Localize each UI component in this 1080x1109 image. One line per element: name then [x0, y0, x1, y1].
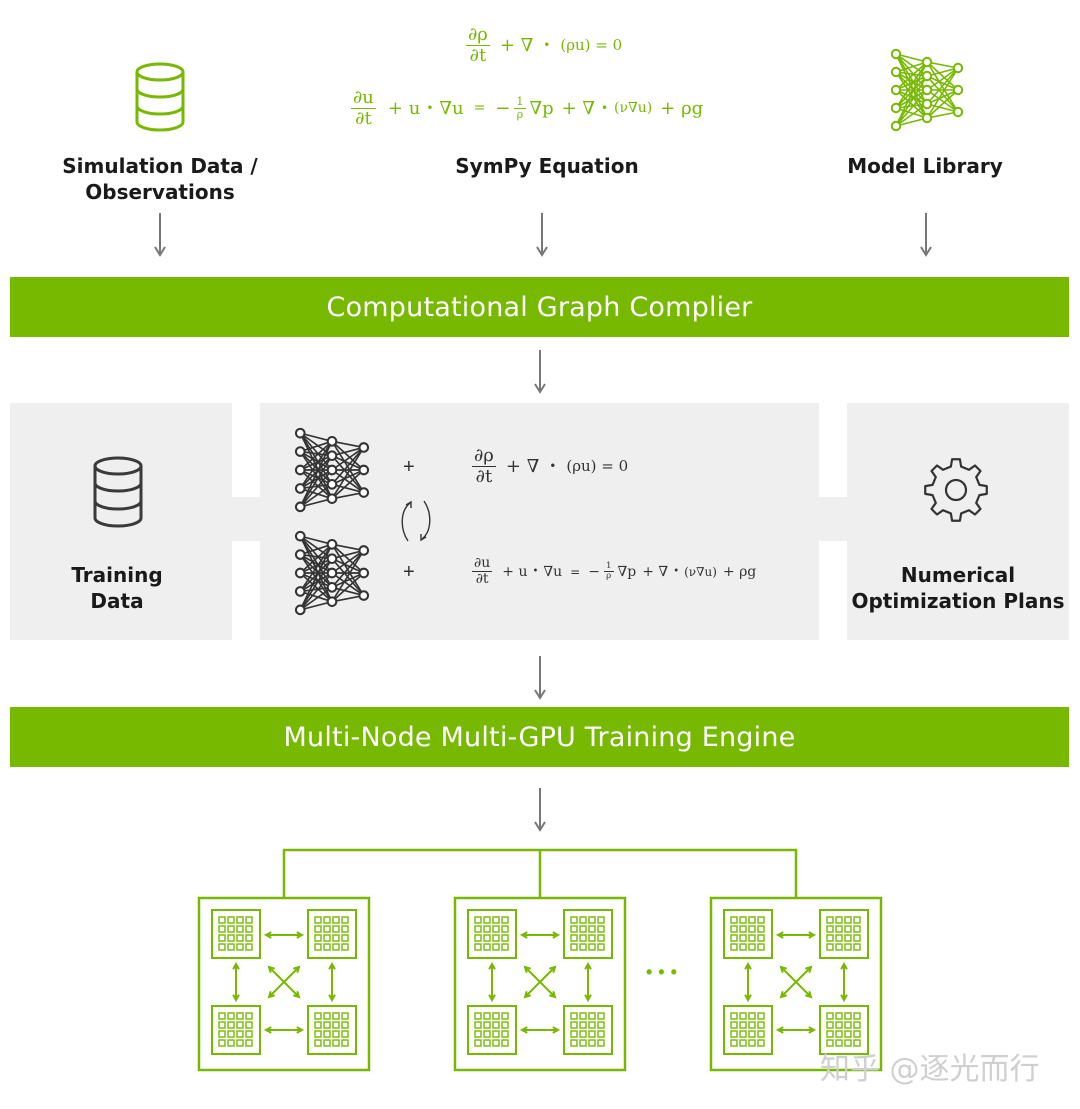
training-data-label-line1: Training [71, 563, 163, 587]
simulation-data-label-line1: Simulation Data / [62, 154, 258, 178]
eq-term: (ρu) = 0 [566, 457, 629, 476]
training-engine-bar: Multi-Node Multi-GPU Training Engine [10, 707, 1069, 767]
frac-numerator: ∂ρ [466, 24, 490, 46]
frac-denominator: ∂t [475, 571, 489, 588]
eq-term: (ν∇u) [684, 564, 717, 579]
eq-term: + ∇ [505, 455, 540, 477]
numerical-optimization-label-line2: Optimization Plans [851, 589, 1065, 613]
arrow-down-icon [918, 213, 934, 257]
gear-icon [922, 456, 990, 524]
du-dt-fraction: ∂u ∂t [351, 88, 376, 129]
eq-term: + ρg [660, 97, 704, 119]
eq-dot: • [532, 566, 539, 578]
momentum-equation-top: ∂u ∂t + u • ∇u = − 1 ρ ∇p + ∇ • (ν∇u) + … [347, 88, 703, 129]
eq-dot: • [549, 459, 557, 474]
arrow-down-icon [532, 788, 548, 832]
eq-term: − [588, 563, 600, 580]
one-over-rho-fraction: 1 ρ [514, 94, 526, 122]
eq-term: + ρg [722, 563, 757, 580]
arrow-down-icon [532, 656, 548, 700]
eq-term: ∇u [543, 563, 563, 580]
arrow-down-icon [532, 350, 548, 394]
neural-network-icon [294, 530, 370, 616]
database-icon [134, 62, 186, 132]
eq-term: = [570, 564, 581, 579]
engine-bar-label: Multi-Node Multi-GPU Training Engine [283, 721, 796, 753]
eq-term: + ∇ [642, 563, 669, 580]
continuity-equation-middle: ∂ρ ∂t + ∇ • (ρu) = 0 [468, 446, 628, 487]
frac-numerator: 1 [514, 94, 526, 109]
neural-network-icon [294, 427, 370, 513]
drho-dt-fraction: ∂ρ ∂t [472, 446, 496, 487]
momentum-equation-middle: ∂u ∂t + u • ∇u = − 1 ρ ∇p + ∇ • (ν∇u) + … [468, 555, 757, 588]
frac-numerator: ∂ρ [472, 445, 496, 467]
eq-dot: • [600, 101, 609, 116]
training-data-label-line2: Data [90, 589, 144, 613]
frac-denominator: ∂t [469, 44, 487, 66]
pinn-model-panel [260, 403, 819, 640]
eq-term: + ∇ [561, 97, 595, 119]
du-dt-fraction: ∂u ∂t [472, 555, 493, 588]
frac-numerator: ∂u [472, 555, 493, 573]
plus-sign: + [403, 456, 415, 478]
frac-numerator: 1 [603, 560, 614, 573]
frac-denominator: ∂t [475, 465, 493, 487]
eq-term: (ν∇u) [614, 100, 653, 117]
neural-network-icon [890, 48, 964, 132]
eq-term: = [473, 100, 486, 117]
computational-graph-compiler-bar: Computational Graph Complier [10, 277, 1069, 337]
frac-denominator: ρ [606, 571, 612, 582]
one-over-rho-fraction: 1 ρ [603, 560, 614, 582]
eq-term: + ∇ [499, 34, 534, 56]
eq-term: + u [502, 563, 528, 580]
eq-dot: • [426, 101, 434, 116]
watermark-text: 知乎 @逐光而行 [820, 1052, 1040, 1087]
eq-dot: • [673, 566, 680, 578]
arrow-down-icon [534, 213, 550, 257]
cycle-arrows-icon [394, 495, 438, 547]
continuity-equation-top: ∂ρ ∂t + ∇ • (ρu) = 0 [462, 25, 622, 66]
eq-term: ∇u [439, 97, 464, 119]
more-nodes-ellipsis: ••• [646, 962, 683, 982]
database-icon [92, 456, 144, 528]
frac-numerator: ∂u [351, 87, 376, 109]
drho-dt-fraction: ∂ρ ∂t [466, 25, 490, 66]
eq-term: ∇p [617, 563, 637, 580]
eq-term: ∇p [529, 97, 554, 119]
numerical-optimization-label: Numerical Optimization Plans [847, 562, 1069, 614]
frac-denominator: ∂t [355, 107, 372, 129]
panel-connector-left [232, 497, 260, 541]
numerical-optimization-label-line1: Numerical [900, 563, 1016, 587]
simulation-data-label: Simulation Data / Observations [40, 153, 280, 205]
multi-node-diagram [0, 840, 1080, 1080]
eq-term: + u [387, 97, 421, 119]
plus-sign: + [403, 561, 415, 583]
compiler-bar-label: Computational Graph Complier [326, 291, 753, 323]
arrow-down-icon [152, 213, 168, 257]
eq-term: − [495, 97, 511, 119]
model-library-label: Model Library [847, 154, 1003, 178]
panel-connector-right [819, 497, 847, 541]
training-data-panel [10, 403, 232, 640]
frac-denominator: ρ [516, 107, 524, 121]
eq-term: (ρu) = 0 [560, 36, 623, 55]
eq-dot: • [543, 38, 551, 53]
training-data-label: Training Data [10, 562, 224, 614]
simulation-data-label-line2: Observations [85, 180, 235, 204]
sympy-equation-label: SymPy Equation [455, 154, 639, 178]
